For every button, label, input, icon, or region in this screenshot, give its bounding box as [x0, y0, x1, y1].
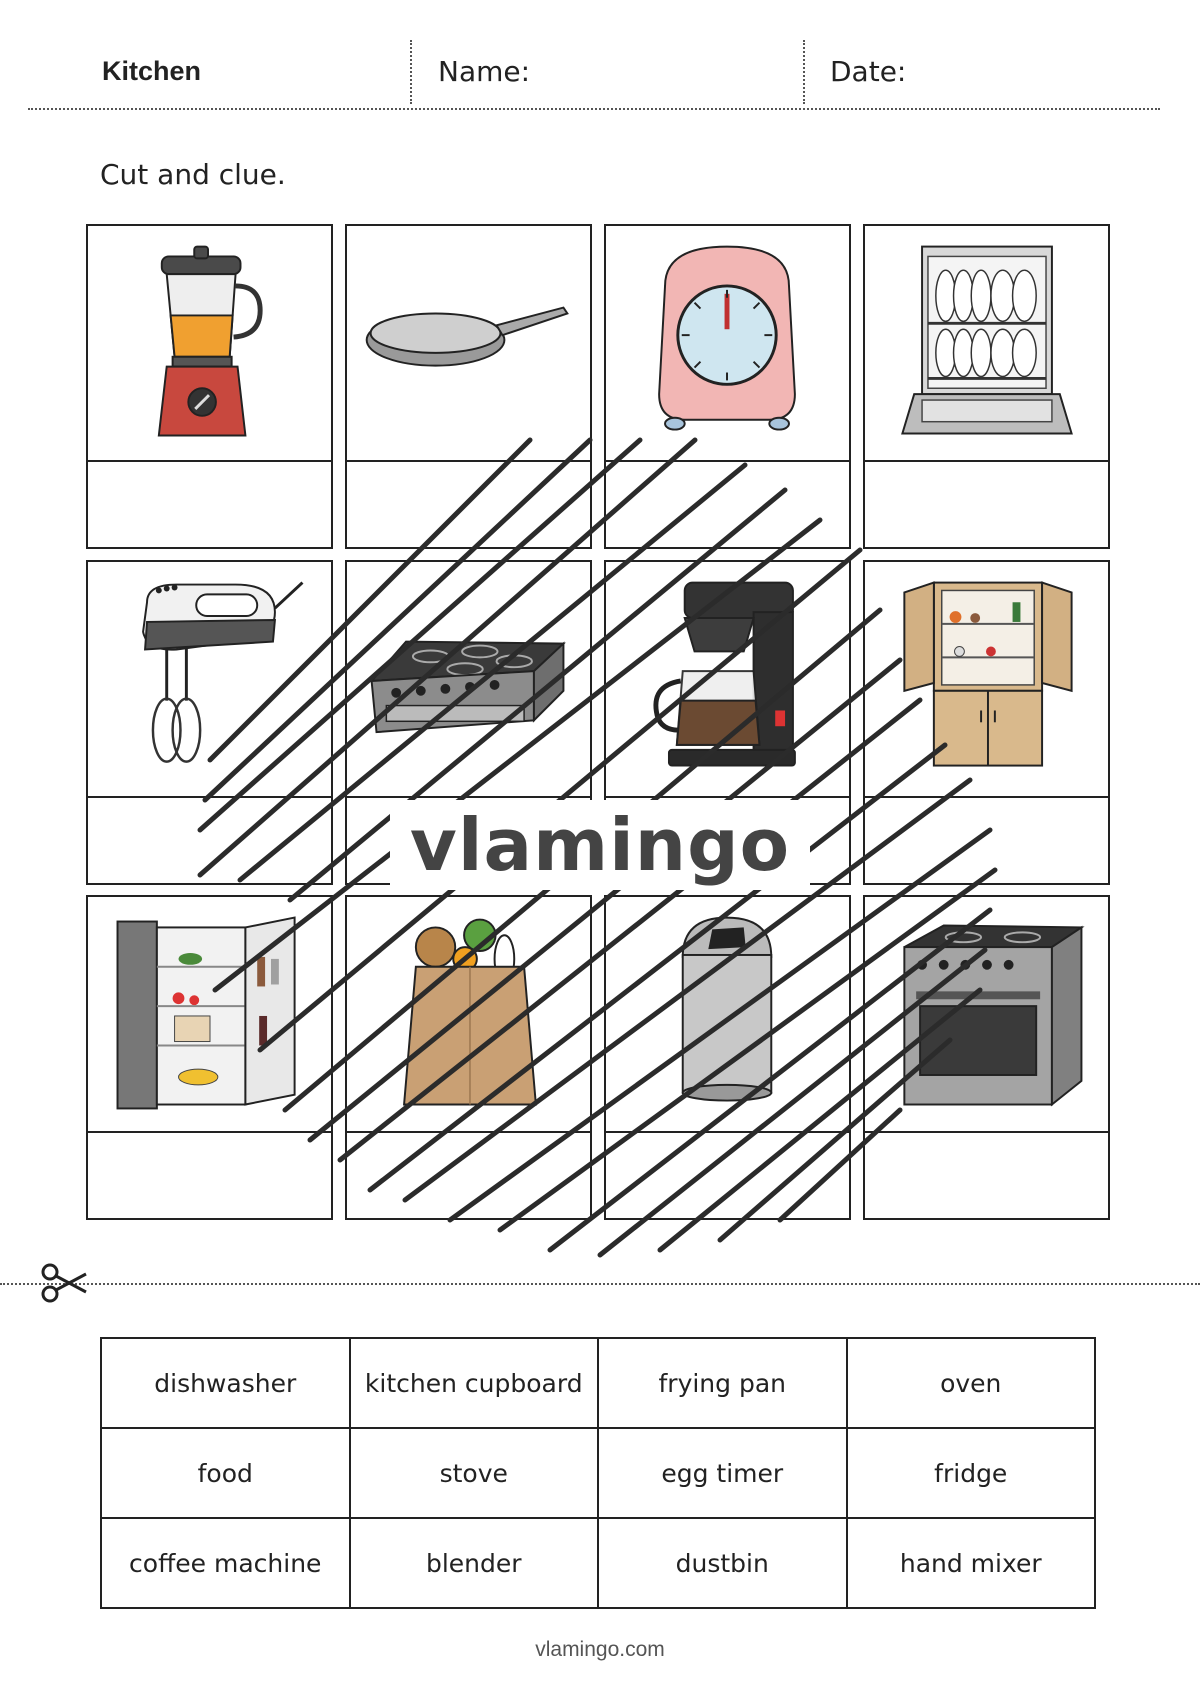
word-card[interactable]: kitchen cupboard	[348, 1337, 599, 1429]
worksheet-title: Kitchen	[102, 55, 202, 86]
word-card[interactable]: dustbin	[597, 1517, 848, 1609]
footer-url[interactable]: vlamingo.com	[535, 1638, 665, 1661]
word-card[interactable]: hand mixer	[845, 1517, 1096, 1609]
food-icon	[347, 897, 590, 1133]
hand-mixer-icon	[88, 562, 331, 798]
word-bank-table: dishwasher kitchen cupboard frying pan o…	[100, 1337, 1096, 1609]
answer-box[interactable]	[88, 462, 331, 549]
date-label: Date:	[830, 54, 907, 88]
word-card[interactable]: frying pan	[597, 1337, 848, 1429]
word-card[interactable]: oven	[845, 1337, 1096, 1429]
instruction-text: Cut and clue.	[100, 158, 286, 191]
answer-box[interactable]	[606, 462, 849, 549]
header-divider	[410, 40, 412, 104]
table-row: coffee machine blender dustbin hand mixe…	[100, 1517, 1096, 1609]
egg-timer-icon	[606, 226, 849, 462]
picture-card-kitchen-cupboard	[863, 560, 1110, 885]
worksheet-header: Kitchen Name: Date:	[28, 38, 1160, 110]
dustbin-icon	[606, 897, 849, 1133]
table-row: dishwasher kitchen cupboard frying pan o…	[100, 1337, 1096, 1429]
picture-card-blender	[86, 224, 333, 549]
name-label: Name:	[438, 54, 531, 88]
frying-pan-icon	[347, 226, 590, 462]
answer-box[interactable]	[865, 1133, 1108, 1220]
header-divider	[803, 40, 805, 104]
word-card[interactable]: coffee machine	[100, 1517, 351, 1609]
picture-card-oven	[863, 895, 1110, 1220]
word-card[interactable]: egg timer	[597, 1427, 848, 1519]
picture-card-food	[345, 895, 592, 1220]
answer-box[interactable]	[865, 798, 1108, 885]
answer-box[interactable]	[865, 462, 1108, 549]
word-card[interactable]: fridge	[845, 1427, 1096, 1519]
oven-icon	[865, 897, 1108, 1133]
scissors-icon	[41, 1263, 87, 1303]
blender-icon	[88, 226, 331, 462]
picture-card-egg-timer	[604, 224, 851, 549]
word-card[interactable]: stove	[348, 1427, 599, 1519]
answer-box[interactable]	[88, 798, 331, 885]
answer-box[interactable]	[347, 462, 590, 549]
word-card[interactable]: dishwasher	[100, 1337, 351, 1429]
table-row: food stove egg timer fridge	[100, 1427, 1096, 1519]
picture-card-dustbin	[604, 895, 851, 1220]
answer-box[interactable]	[88, 1133, 331, 1220]
picture-card-fridge	[86, 895, 333, 1220]
cut-line	[0, 1283, 1200, 1285]
stove-icon	[347, 562, 590, 798]
picture-card-dishwasher	[863, 224, 1110, 549]
coffee-machine-icon	[606, 562, 849, 798]
picture-card-frying-pan	[345, 224, 592, 549]
dishwasher-icon	[865, 226, 1108, 462]
watermark-logo: vlamingo	[390, 800, 810, 890]
word-card[interactable]: food	[100, 1427, 351, 1519]
answer-box[interactable]	[606, 1133, 849, 1220]
answer-box[interactable]	[347, 1133, 590, 1220]
kitchen-cupboard-icon	[865, 562, 1108, 798]
fridge-icon	[88, 897, 331, 1133]
picture-card-hand-mixer	[86, 560, 333, 885]
word-card[interactable]: blender	[348, 1517, 599, 1609]
